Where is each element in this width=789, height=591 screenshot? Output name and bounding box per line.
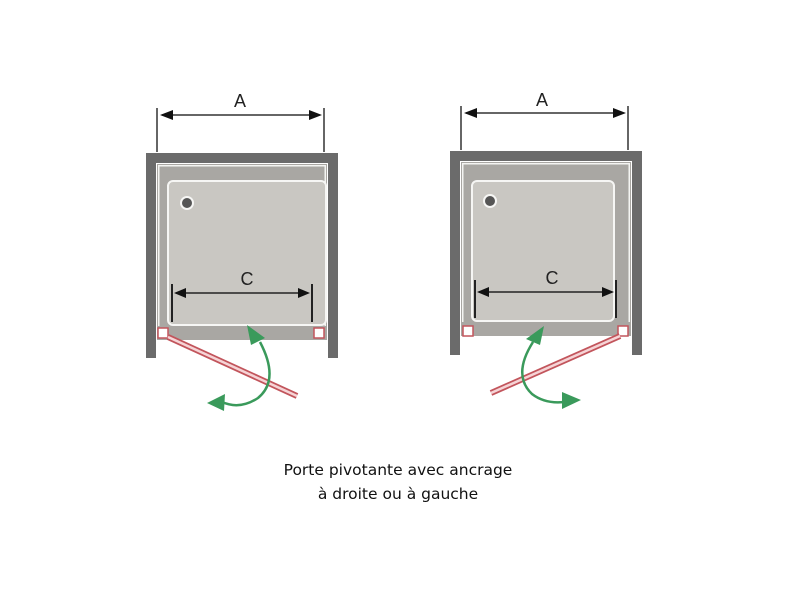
caption-line-1: Porte pivotante avec ancrage <box>283 461 513 479</box>
pivot-door-panel <box>489 333 622 396</box>
dimension-a-label: A <box>536 90 548 110</box>
caption-line-2: à droite ou à gauche <box>317 485 479 503</box>
hinge-left <box>462 325 474 337</box>
dimension-c-label: C <box>546 268 559 288</box>
shower-diagram-left-hinge: A C <box>146 91 338 411</box>
dimension-c: C <box>171 269 313 322</box>
shower-diagram-right-hinge: A C <box>450 90 642 409</box>
shower-tray <box>157 180 327 340</box>
swing-direction-arrow-icon <box>207 325 271 411</box>
dimension-a: A <box>460 90 629 150</box>
pivot-door-panel <box>166 334 299 399</box>
dimension-a: A <box>156 91 325 152</box>
diagram-caption: Porte pivotante avec ancrage à droite ou… <box>200 458 596 506</box>
hinge-right <box>313 327 325 339</box>
hinge-left <box>157 327 169 339</box>
swing-direction-arrow-icon <box>521 326 581 409</box>
dimension-c: C <box>474 268 617 318</box>
hinge-right <box>617 325 629 337</box>
dimension-a-label: A <box>234 91 246 111</box>
dimension-c-label: C <box>241 269 254 289</box>
shower-tray <box>461 180 631 336</box>
